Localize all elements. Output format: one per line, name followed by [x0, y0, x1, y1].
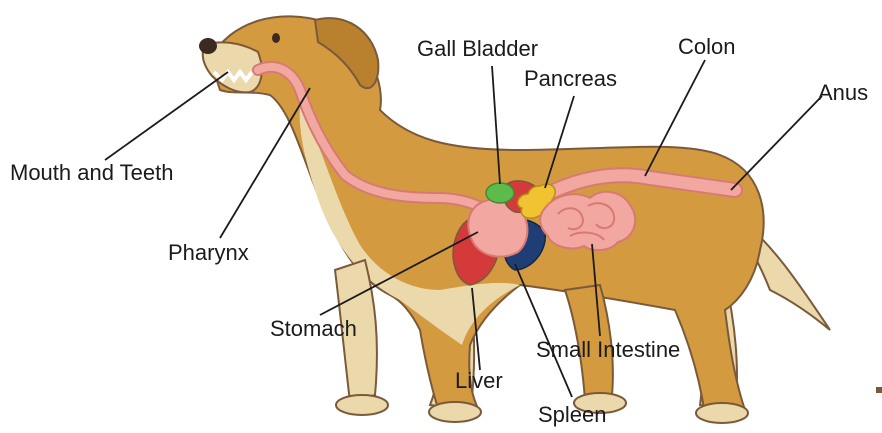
label-small-intestine: Small Intestine [536, 339, 680, 361]
label-mouth-and-teeth: Mouth and Teeth [10, 162, 174, 184]
gall-bladder-organ [486, 183, 514, 203]
label-anus: Anus [818, 82, 868, 104]
label-colon: Colon [678, 36, 735, 58]
label-gall-bladder: Gall Bladder [417, 38, 538, 60]
corner-marker [876, 387, 882, 393]
label-pharynx: Pharynx [168, 242, 249, 264]
label-liver: Liver [455, 370, 503, 392]
small-intestine-organ [540, 192, 635, 250]
label-pancreas: Pancreas [524, 68, 617, 90]
label-spleen: Spleen [538, 404, 607, 426]
label-stomach: Stomach [270, 318, 357, 340]
